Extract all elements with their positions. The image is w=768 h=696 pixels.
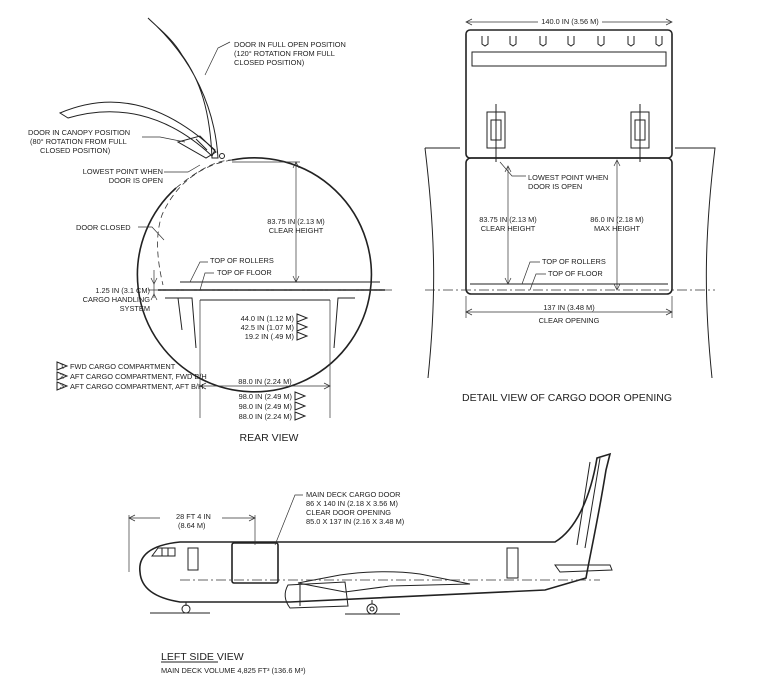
- legend-aft-aft: AFT CARGO COMPARTMENT, AFT B/H: [70, 382, 203, 391]
- bottom-dim-2: 98.0 IN (2.49 M): [239, 402, 292, 411]
- svg-text:MAIN DECK CARGO DOOR: MAIN DECK CARGO DOOR: [306, 490, 400, 499]
- svg-text:28 FT 4 IN: 28 FT 4 IN: [176, 512, 211, 521]
- lower-dim-1: 44.0 IN (1.12 M): [241, 314, 294, 323]
- svg-text:CLOSED POSITION): CLOSED POSITION): [40, 146, 110, 155]
- main-deck-volume: MAIN DECK VOLUME 4,825 FT³ (136.6 M³): [161, 666, 306, 675]
- door-full-open: [147, 17, 219, 159]
- door-closed-label: DOOR CLOSED: [76, 223, 131, 232]
- legend-aft-fwd: AFT CARGO COMPARTMENT, FWD B/H: [70, 372, 207, 381]
- rear-view-title: REAR VIEW: [240, 432, 299, 444]
- lower-lobe: [165, 297, 355, 349]
- detail-width-dim: 140.0 IN (3.56 M): [541, 17, 599, 26]
- door-label-3: CLEAR DOOR OPENING: [306, 508, 391, 517]
- svg-text:CLEAR OPENING: CLEAR OPENING: [539, 316, 600, 325]
- detail-clear-height-1: 83.75 IN (2.13 M): [479, 215, 537, 224]
- full-open-label-2: (120° ROTATION FROM FULL: [234, 49, 335, 58]
- svg-text:86.0 IN (2.18 M): 86.0 IN (2.18 M): [590, 215, 643, 224]
- svg-text:CLEAR HEIGHT: CLEAR HEIGHT: [269, 226, 324, 235]
- svg-text:(120° ROTATION FROM FULL: (120° ROTATION FROM FULL: [234, 49, 335, 58]
- svg-text:LOWEST POINT WHEN: LOWEST POINT WHEN: [83, 167, 163, 176]
- rear-view: DOOR IN FULL OPEN POSITION (120° ROTATIO…: [28, 17, 395, 444]
- svg-text:CLOSED POSITION): CLOSED POSITION): [234, 58, 304, 67]
- canopy-label-1: DOOR IN CANOPY POSITION: [28, 128, 130, 137]
- svg-text:(8.64 M): (8.64 M): [178, 521, 206, 530]
- detail-lowest-1: LOWEST POINT WHEN: [528, 173, 608, 182]
- detail-clear-opening-2: CLEAR OPENING: [539, 316, 600, 325]
- full-open-label-3: CLOSED POSITION): [234, 58, 304, 67]
- cockpit-windows: [151, 547, 176, 557]
- detail-view: 140.0 IN (3.56 M) LOWEST POINT WHEN DOOR…: [424, 15, 716, 404]
- door-hinge: [176, 135, 217, 159]
- aircraft-fuselage: [139, 452, 612, 603]
- door-closed-arc: [175, 159, 233, 189]
- hinge-actuators: [486, 104, 650, 162]
- lower-dim-3: 19.2 IN (.49 M): [245, 332, 294, 341]
- fuselage-section: [136, 157, 373, 393]
- side-dim-1: 28 FT 4 IN: [176, 512, 211, 521]
- fuselage-skin: [424, 147, 716, 379]
- detail-clear-height-2: CLEAR HEIGHT: [481, 224, 536, 233]
- lower-dim-2: 42.5 IN (1.07 M): [241, 323, 294, 332]
- handling-label-1: 1.25 IN (3.1 CM): [95, 286, 150, 295]
- detail-clear-opening-1: 137 IN (3.48 M): [543, 303, 594, 312]
- svg-text:1: 1: [60, 362, 64, 371]
- svg-text:CLEAR HEIGHT: CLEAR HEIGHT: [481, 224, 536, 233]
- svg-text:DOOR IN CANOPY POSITION: DOOR IN CANOPY POSITION: [28, 128, 130, 137]
- rear-clear-height-1: 83.75 IN (2.13 M): [267, 217, 325, 226]
- svg-text:LOWEST POINT WHEN: LOWEST POINT WHEN: [528, 173, 608, 182]
- svg-text:MAX HEIGHT: MAX HEIGHT: [594, 224, 640, 233]
- side-view: 28 FT 4 IN (8.64 M) MAIN DECK CARGO DOOR…: [128, 452, 613, 675]
- svg-text:3: 3: [60, 382, 64, 391]
- svg-text:CLEAR DOOR OPENING: CLEAR DOOR OPENING: [306, 508, 391, 517]
- svg-text:86 X 140 IN (2.18 X 3.56 M): 86 X 140 IN (2.18 X 3.56 M): [306, 499, 398, 508]
- rear-top-floor: TOP OF FLOOR: [217, 268, 272, 277]
- svg-text:1.25 IN (3.1 CM): 1.25 IN (3.1 CM): [95, 286, 150, 295]
- rear-width-dim: 88.0 IN (2.24 M): [238, 377, 291, 386]
- bottom-dim-1: 98.0 IN (2.49 M): [239, 392, 292, 401]
- door-label-2: 86 X 140 IN (2.18 X 3.56 M): [306, 499, 398, 508]
- full-open-label-1: DOOR IN FULL OPEN POSITION: [234, 40, 346, 49]
- canopy-label-2: (80° ROTATION FROM FULL: [30, 137, 127, 146]
- svg-text:83.75 IN (2.13 M): 83.75 IN (2.13 M): [479, 215, 537, 224]
- canopy-label-3: CLOSED POSITION): [40, 146, 110, 155]
- svg-text:85.0 X 137 IN (2.16 X 3.48 M): 85.0 X 137 IN (2.16 X 3.48 M): [306, 517, 404, 526]
- lowest-point-label-1: LOWEST POINT WHEN: [83, 167, 163, 176]
- detail-top-rollers: TOP OF ROLLERS: [542, 257, 606, 266]
- cargo-door-outline: [231, 542, 279, 584]
- detail-view-title: DETAIL VIEW OF CARGO DOOR OPENING: [462, 392, 672, 404]
- detail-max-height-2: MAX HEIGHT: [594, 224, 640, 233]
- bottom-dim-3: 88.0 IN (2.24 M): [239, 412, 292, 421]
- svg-text:DOOR IN FULL OPEN POSITION: DOOR IN FULL OPEN POSITION: [234, 40, 346, 49]
- legend-fwd: FWD CARGO COMPARTMENT: [70, 362, 176, 371]
- door-label-4: 85.0 X 137 IN (2.16 X 3.48 M): [306, 517, 404, 526]
- rear-top-rollers: TOP OF ROLLERS: [210, 256, 274, 265]
- door-swing-path: [157, 159, 233, 286]
- handling-label-2: CARGO HANDLING: [83, 295, 151, 304]
- lowest-point-label-2: DOOR IS OPEN: [109, 176, 163, 185]
- handling-label-3: SYSTEM: [120, 304, 150, 313]
- aircraft-wing: [297, 571, 471, 593]
- side-view-title: LEFT SIDE VIEW: [161, 651, 244, 663]
- svg-text:SYSTEM: SYSTEM: [120, 304, 150, 313]
- svg-text:83.75 IN (2.13 M): 83.75 IN (2.13 M): [267, 217, 325, 226]
- svg-text:(80° ROTATION FROM FULL: (80° ROTATION FROM FULL: [30, 137, 127, 146]
- open-door-panel: [465, 29, 673, 159]
- aircraft-engine: [284, 581, 349, 609]
- svg-text:DOOR IS OPEN: DOOR IS OPEN: [528, 182, 582, 191]
- legend-flags: [56, 313, 309, 421]
- svg-text:DOOR IS OPEN: DOOR IS OPEN: [109, 176, 163, 185]
- detail-top-floor: TOP OF FLOOR: [548, 269, 603, 278]
- detail-max-height-1: 86.0 IN (2.18 M): [590, 215, 643, 224]
- svg-text:2: 2: [60, 372, 64, 381]
- door-label-1: MAIN DECK CARGO DOOR: [306, 490, 400, 499]
- rear-clear-height-2: CLEAR HEIGHT: [269, 226, 324, 235]
- svg-text:CARGO HANDLING: CARGO HANDLING: [83, 295, 151, 304]
- side-dim-2: (8.64 M): [178, 521, 206, 530]
- detail-lowest-2: DOOR IS OPEN: [528, 182, 582, 191]
- svg-text:137 IN (3.48 M): 137 IN (3.48 M): [543, 303, 594, 312]
- door-opening: [465, 157, 673, 295]
